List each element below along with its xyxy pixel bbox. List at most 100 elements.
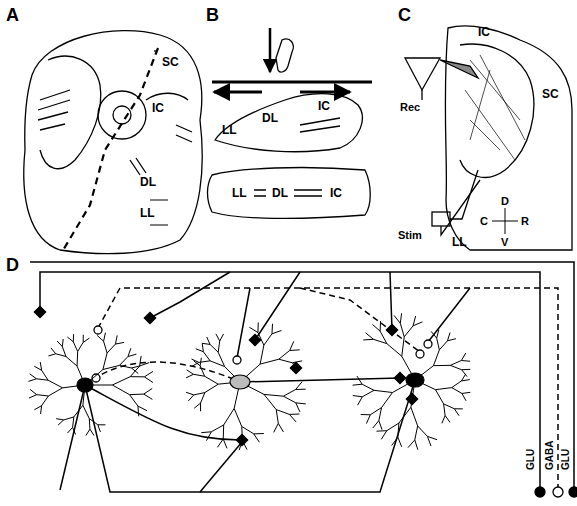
dendrite-branch [433,350,439,366]
region-label: LL [232,187,247,199]
dendrite-branch [29,395,37,398]
dendrite-branch [200,403,201,411]
dendrite-branch [77,351,79,366]
dendrite-branch [67,337,73,342]
dendrite-branch [130,395,138,406]
dendrite-branch [296,382,302,390]
dendrite-branch [278,423,283,432]
panel-letter: C [398,6,411,24]
dendrite-branch [447,339,455,341]
dendrite-branch [73,334,74,342]
dendrite-branch [140,363,150,366]
dendrite-branch [41,406,42,414]
dendrite-branch [404,326,413,337]
dendrite-branch [210,344,218,352]
panel-letter: A [6,6,19,24]
dendrite-branch [274,423,279,432]
dendrite-branch [373,421,379,428]
dendrite-branch [461,380,469,381]
dendrite-branch [398,423,399,437]
dendrite-branch [202,343,210,344]
dendrite-branch [436,388,452,390]
dendrite-branch [119,357,127,366]
dendrite-branch [374,390,392,392]
dendrite-branch [444,404,455,409]
dendrite-branch [249,327,258,332]
dendrite-branch [276,410,278,424]
neuron-somata [77,373,424,392]
dendrite-branch [130,366,139,377]
dendrite-branch [83,335,84,343]
dendrite-branch [418,426,428,436]
dendrite-branch [271,324,273,334]
panel-letter: B [206,6,219,24]
dendrite-branch [130,376,144,377]
dendrite-branch [377,430,387,432]
dendrite-branch [98,424,106,425]
dendrite-branch [408,440,415,448]
dendrite-branch [187,370,194,374]
electrode-label: Stim [398,230,422,241]
dendrite-branch [28,379,36,382]
panel-b-compression [208,28,373,218]
dendrite-branch [42,370,48,380]
dendrite-branch [462,370,467,377]
dendrite-branch [192,362,199,366]
dendrite-branch [218,341,220,352]
dendrite-branch [283,389,295,396]
dendrite-branch [144,377,152,383]
dendrite-branch [292,361,302,363]
dendrite-branch [264,394,283,396]
dendrite-branch [104,333,106,342]
dendrite-branch [128,348,131,356]
dendrite-branch [131,368,138,374]
panel-a-slice [24,31,202,254]
dendrite-branch [196,349,204,352]
dendrite-branch [398,437,402,447]
dendrite-branch [366,415,370,424]
dendrite-branch [73,342,77,352]
dendrite-branch [51,348,56,354]
dendrite-branch [37,395,49,396]
dendrite-branch [442,416,445,424]
dendrite-branch [234,408,242,426]
dendrite-branch [98,425,101,432]
dendrite-branch [66,357,77,367]
dendrite-branch [279,359,292,363]
dendrite-branch [30,374,37,379]
dendrite-branch [89,419,91,430]
dendrite-branch [48,380,62,388]
dendrite-branch [379,421,382,430]
dendrite-branch [361,414,371,415]
region-label: IC [478,26,490,38]
dendrite-branch [296,389,306,390]
dendrite-branch [112,377,130,385]
dendrite-branch [387,344,402,357]
dendrite-branch [78,342,84,351]
dendrite-branch [433,365,450,366]
dendrite-branch [104,341,108,353]
dendrite-branch [462,392,470,393]
dendrite-branch [362,384,374,390]
dendrite-branch [34,406,41,410]
dendrite-branch [130,394,144,396]
dendrite-branch [461,360,470,362]
dendrite-branch [437,338,440,350]
dendrite-branch [370,408,381,415]
dendrite-branch [415,440,418,450]
dendrite-branch [450,365,461,369]
dendrite-branch [115,342,124,344]
dendrite-branch [447,333,450,341]
dendrite-branch [62,347,66,357]
dendrite-branch [137,406,139,416]
dendrite-branch [241,426,243,440]
dendrite-branch [362,390,374,396]
dendrite-branch [90,429,94,435]
axis-label: D [501,196,509,207]
dendrite-branch [353,396,363,397]
dendrite-branch [387,423,399,431]
dendrite-branch [56,419,64,420]
dendrite-branch [200,366,204,376]
dendrite-branch [290,349,300,351]
